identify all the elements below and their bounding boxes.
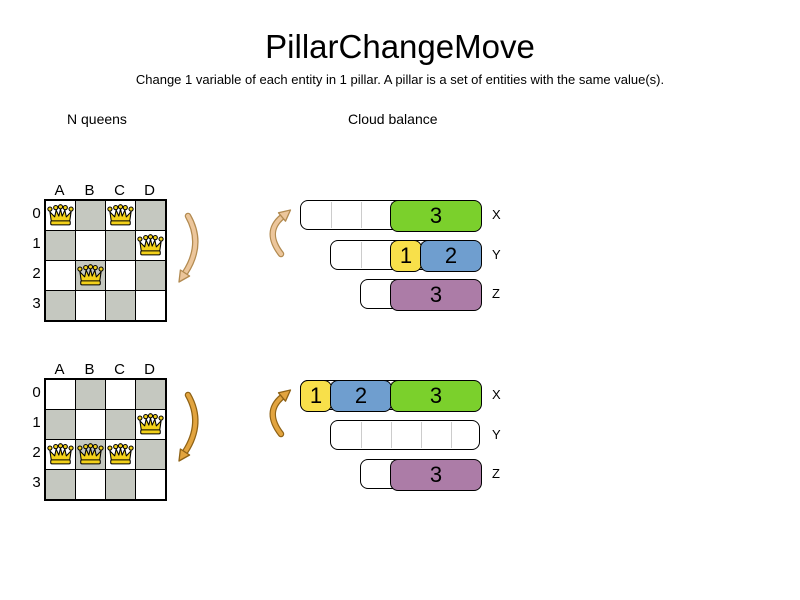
column-label-a: A	[54, 361, 66, 378]
example-label-cloud-balance: Cloud balance	[348, 111, 438, 127]
board-cell-a2	[46, 261, 75, 290]
row-label-2: 2	[32, 265, 41, 282]
column-label-d: D	[144, 361, 156, 378]
tray-divider	[361, 242, 362, 268]
move-arrow-down-icon	[178, 212, 199, 283]
example-label-nqueens: N queens	[67, 111, 127, 127]
board-cell-d2	[136, 440, 165, 469]
board-cell-a3	[46, 470, 75, 499]
board-cell-d1	[136, 231, 165, 260]
board-cell-c3	[106, 291, 135, 320]
board-cell-a1	[46, 410, 75, 439]
computer-label-y: Y	[492, 247, 501, 262]
queen-icon	[107, 204, 134, 226]
tray-divider	[391, 422, 392, 448]
board-cell-d0	[136, 201, 165, 230]
board-cell-a1	[46, 231, 75, 260]
computer-label-x: X	[492, 207, 501, 222]
row-label-3: 3	[32, 295, 41, 312]
board-cell-b2	[76, 261, 105, 290]
board-cell-d0	[136, 380, 165, 409]
move-arrow-down-icon	[178, 391, 199, 462]
process-block-3: 3	[390, 380, 482, 412]
page-subtitle: Change 1 variable of each entity in 1 pi…	[135, 72, 665, 87]
computer-label-x: X	[492, 387, 501, 402]
board-cell-a2	[46, 440, 75, 469]
computer-tray-x: 3	[300, 200, 482, 232]
page-title: PillarChangeMove	[265, 28, 535, 65]
process-block-1: 1	[300, 380, 332, 412]
process-block-2: 2	[420, 240, 482, 272]
tray-divider	[361, 422, 362, 448]
board-cell-b3	[76, 291, 105, 320]
computer-tray-z: 3	[360, 279, 482, 311]
board-cell-d2	[136, 261, 165, 290]
column-label-d: D	[144, 182, 156, 199]
queen-icon	[47, 204, 74, 226]
queen-icon	[77, 264, 104, 286]
tray-divider	[451, 422, 452, 448]
computer-label-z: Z	[492, 286, 500, 301]
column-label-b: B	[84, 182, 96, 199]
board-cell-c1	[106, 410, 135, 439]
tray-divider	[331, 202, 332, 228]
queen-icon	[137, 413, 164, 435]
board-cell-d1	[136, 410, 165, 439]
nqueens-board-before: A B C D 0 1 2 3	[30, 182, 180, 327]
board-cell-b1	[76, 231, 105, 260]
move-arrow-up-icon	[269, 209, 292, 258]
row-label-2: 2	[32, 444, 41, 461]
process-block-2: 2	[330, 380, 392, 412]
row-label-1: 1	[32, 235, 41, 252]
board-grid	[44, 199, 167, 322]
column-label-a: A	[54, 182, 66, 199]
board-cell-a0	[46, 380, 75, 409]
column-label-b: B	[84, 361, 96, 378]
process-block-1: 1	[390, 240, 422, 272]
board-cell-d3	[136, 470, 165, 499]
row-label-0: 0	[32, 205, 41, 222]
board-cell-c3	[106, 470, 135, 499]
board-cell-b1	[76, 410, 105, 439]
board-cell-b2	[76, 440, 105, 469]
nqueens-board-after: A B C D 0 1 2 3	[30, 361, 180, 506]
board-cell-c1	[106, 231, 135, 260]
tray-divider	[361, 202, 362, 228]
queen-icon	[107, 443, 134, 465]
board-cell-a3	[46, 291, 75, 320]
process-block-3: 3	[390, 459, 482, 491]
board-cell-d3	[136, 291, 165, 320]
tray-divider	[421, 422, 422, 448]
row-label-1: 1	[32, 414, 41, 431]
board-grid	[44, 378, 167, 501]
row-label-0: 0	[32, 384, 41, 401]
column-label-c: C	[114, 361, 126, 378]
board-cell-b0	[76, 380, 105, 409]
queen-icon	[47, 443, 74, 465]
board-cell-c2	[106, 261, 135, 290]
board-cell-b3	[76, 470, 105, 499]
board-cell-b0	[76, 201, 105, 230]
computer-tray-y	[330, 420, 480, 450]
computer-tray-z: 3	[360, 459, 482, 491]
process-block-3: 3	[390, 200, 482, 232]
board-cell-c0	[106, 380, 135, 409]
queen-icon	[77, 443, 104, 465]
board-cell-c0	[106, 201, 135, 230]
queen-icon	[137, 234, 164, 256]
process-block-3: 3	[390, 279, 482, 311]
computer-label-z: Z	[492, 466, 500, 481]
column-label-c: C	[114, 182, 126, 199]
board-cell-a0	[46, 201, 75, 230]
computer-label-y: Y	[492, 427, 501, 442]
board-cell-c2	[106, 440, 135, 469]
row-label-3: 3	[32, 474, 41, 491]
move-arrow-up-icon	[269, 389, 292, 438]
